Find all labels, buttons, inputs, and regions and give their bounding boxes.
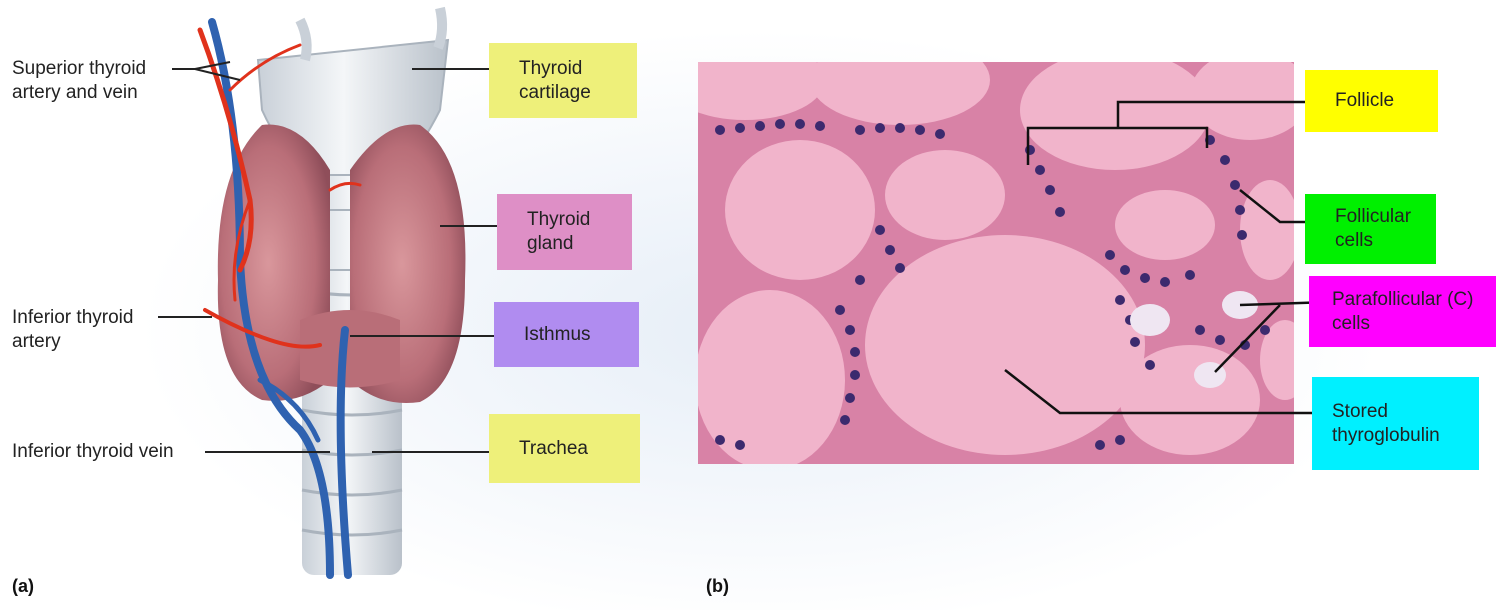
label-thyroid-cartilage: Thyroid cartilage [489, 43, 637, 118]
label-stored-thyroglobulin: Stored thyroglobulin [1312, 377, 1479, 470]
label-inferior-thyroid-artery: Inferior thyroid artery [12, 307, 134, 352]
label-follicular-cells: Follicular cells [1305, 194, 1436, 264]
label-thyroid-gland: Thyroid gland [497, 194, 632, 270]
label-superior-thyroid-artery-vein: Superior thyroid artery and vein [12, 58, 147, 103]
arteries [197, 27, 362, 349]
follicles [698, 62, 1294, 464]
panel-a-tag: (a) [12, 576, 34, 596]
label-follicle: Follicle [1305, 70, 1438, 132]
label-isthmus: Isthmus [494, 302, 639, 367]
panel-b-tag: (b) [706, 576, 729, 596]
label-trachea: Trachea [489, 414, 640, 483]
label-inferior-thyroid-vein: Inferior thyroid vein [12, 441, 174, 462]
label-parafollicular-cells: Parafollicular (C) cells [1309, 276, 1496, 347]
nuclei [715, 119, 1270, 450]
